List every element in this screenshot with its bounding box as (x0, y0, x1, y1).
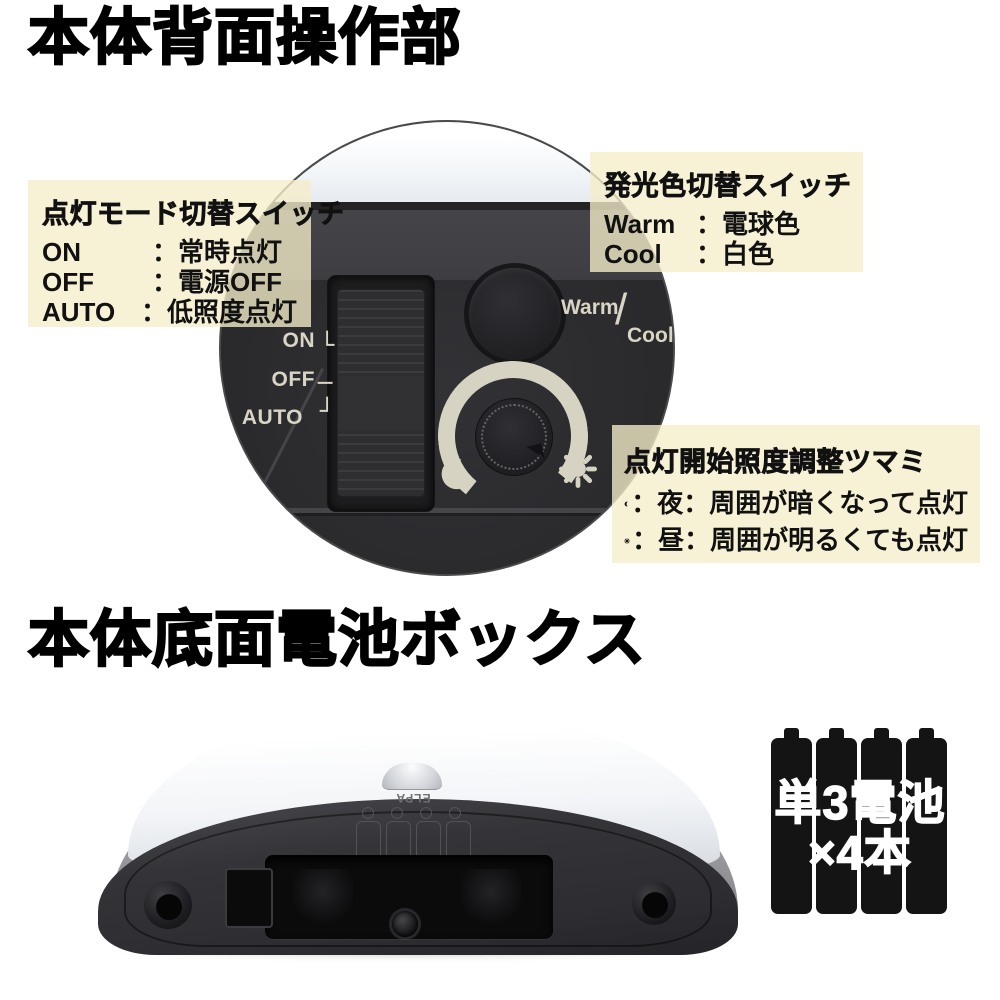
row-value: 常時点灯 (178, 237, 283, 267)
battery-count-graphic: 単3電池 ×4本 (765, 720, 955, 920)
annotation-color-switch: 発光色切替スイッチ Warm ：電球色 Cool ：白色 (590, 152, 863, 272)
moon-icon (624, 490, 629, 518)
annotation-row: ON ：常時点灯 (42, 237, 297, 267)
annotation-row: AUTO ：低照度点灯 (42, 297, 297, 327)
annotation-row: OFF ：電源OFF (42, 267, 297, 297)
row-value: 電源OFF (178, 267, 283, 297)
body-top-edge (221, 202, 673, 210)
row-key: ON (42, 237, 81, 267)
row-key: Warm (604, 209, 676, 239)
panel-label-warm: Warm (561, 296, 619, 319)
body-groove-line (247, 508, 647, 516)
battery-bay (461, 869, 521, 925)
screw-hole-right (632, 881, 676, 925)
panel-mark-auto: ┘ (320, 397, 335, 425)
row-value: ：昼：周囲が明るくても点灯 (632, 525, 968, 555)
panel-label-on: ON (282, 329, 315, 352)
row-separator: ： (696, 239, 723, 269)
row-value: 低照度点灯 (166, 297, 297, 327)
annotation-title: 発光色切替スイッチ (604, 171, 852, 202)
knob-dotted-ring (481, 404, 547, 470)
row-value: ：夜：周囲が暗くなって点灯 (631, 488, 968, 518)
mode-slider-grip (338, 376, 424, 430)
row-key: AUTO (42, 297, 116, 327)
panel-mark-on: └ (320, 331, 335, 359)
mode-slider-switch (327, 275, 435, 512)
moon-icon (438, 457, 472, 491)
center-screw (392, 911, 418, 937)
screw-hole-left (144, 881, 192, 929)
panel-label-auto: AUTO (241, 406, 303, 429)
row-separator: ： (152, 237, 179, 267)
annotation-row: ：昼：周囲が明るくても点灯 (624, 522, 968, 559)
panel-label-off: OFF (271, 368, 315, 391)
brand-text: ELPA (395, 791, 431, 805)
knob-pointer-icon (526, 443, 545, 462)
annotation-mode-switch: 点灯モード切替スイッチ ON：常時点灯 OFF：電源OFF AUTO：低照度点灯 (28, 180, 345, 327)
sun-icon (624, 527, 631, 555)
row-key: Cool (604, 239, 662, 269)
row-key: OFF (42, 267, 94, 297)
row-separator: ： (140, 297, 167, 327)
battery-icon (816, 728, 857, 914)
body-main-face (221, 280, 673, 574)
section-title-battery-box: 本体底面電池ボックス (27, 604, 647, 673)
lux-adjust-knob (475, 398, 553, 476)
battery-count-text: 単3電池 ×4本 (759, 776, 961, 879)
battery-bay (293, 869, 353, 925)
motion-sensor-dome (382, 763, 442, 790)
panel-mark-off: ─ (318, 369, 333, 397)
mode-slider-knob (337, 289, 425, 497)
battery-icons (771, 728, 947, 914)
sun-icon (559, 450, 597, 488)
panel-warm-cool-slash: / (615, 285, 628, 334)
battery-icon (771, 728, 812, 914)
battery-icon (906, 728, 947, 914)
bottom-photo: ELPA (70, 705, 738, 995)
embossed-polarity-marks (362, 807, 461, 819)
battery-icon (861, 728, 902, 914)
warm-cool-button (469, 268, 561, 360)
row-value: 白色 (722, 239, 775, 269)
annotation-title: 点灯モード切替スイッチ (42, 199, 345, 230)
annotation-row: ：夜：周囲が暗くなって点灯 (624, 485, 968, 522)
annotation-title: 点灯開始照度調整ツマミ (624, 447, 927, 478)
battery-cover-notch (225, 868, 273, 928)
annotation-lux-knob: 点灯開始照度調整ツマミ ：夜：周囲が暗くなって点灯 ：昼：周囲が明 (612, 425, 980, 563)
row-separator: ： (152, 267, 179, 297)
panel-label-cool: Cool (627, 324, 674, 347)
row-value: 電球色 (722, 209, 801, 239)
annotation-row: Warm ：電球色 (604, 209, 849, 239)
battery-count: ×4本 (807, 825, 912, 879)
battery-type: 単3電池 (774, 776, 946, 829)
row-separator: ： (696, 209, 723, 239)
annotation-row: Cool ：白色 (604, 239, 849, 269)
section-title-rear-controls: 本体背面操作部 (27, 2, 463, 71)
